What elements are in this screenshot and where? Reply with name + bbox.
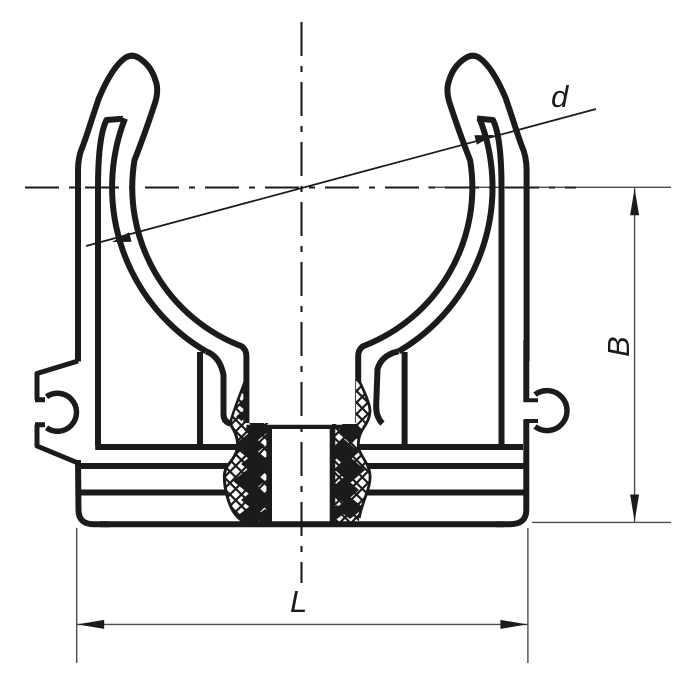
svg-text:B: B — [601, 336, 636, 357]
svg-text:L: L — [290, 584, 307, 619]
svg-text:d: d — [551, 79, 570, 114]
